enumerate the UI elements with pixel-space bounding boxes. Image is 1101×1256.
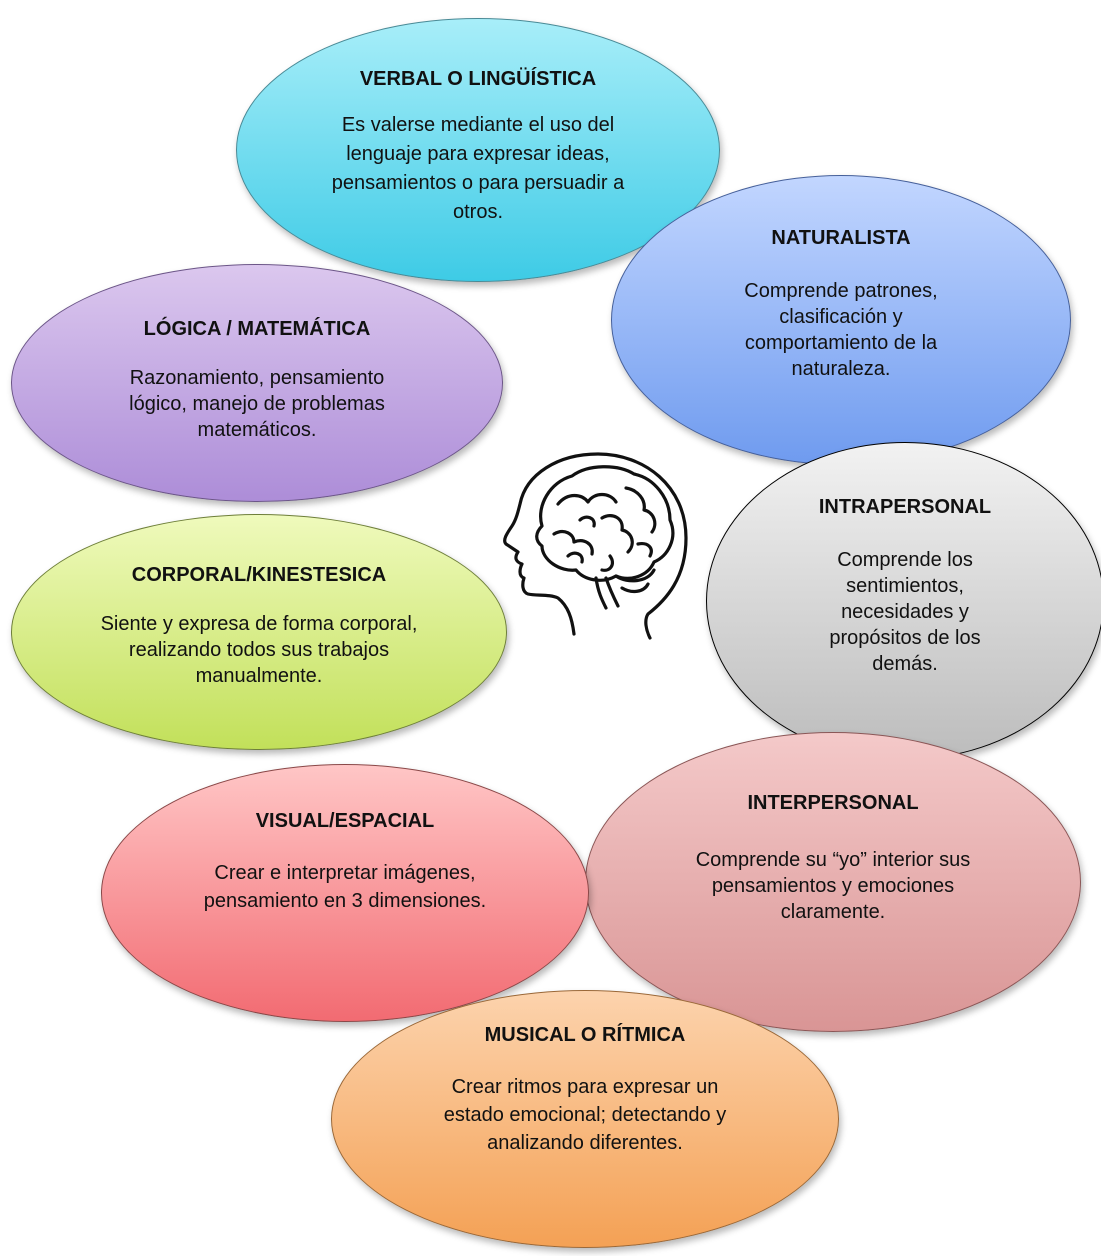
naturalista-bubble: NATURALISTA Comprende patrones, clasific…	[611, 175, 1071, 465]
bubble-title: VERBAL O LINGÜÍSTICA	[359, 68, 597, 90]
bubble-description: Comprende los sentimientos, necesidades …	[829, 549, 981, 675]
musical-ritmica-bubble: MUSICAL O RÍTMICA Crear ritmos para expr…	[331, 990, 839, 1248]
intrapersonal-bubble: INTRAPERSONAL Comprende los sentimientos…	[706, 442, 1101, 760]
bubble-title: NATURALISTA	[771, 227, 911, 249]
brain-head-icon	[503, 452, 688, 640]
visual-espacial-bubble: VISUAL/ESPACIAL Crear e interpretar imág…	[101, 764, 589, 1022]
bubble-title: INTERPERSONAL	[747, 792, 919, 814]
bubble-description: Comprende patrones, clasificación y comp…	[744, 280, 938, 380]
bubble-title: VISUAL/ESPACIAL	[255, 810, 435, 832]
bubble-title: MUSICAL O RÍTMICA	[484, 1024, 686, 1046]
bubble-title: CORPORAL/KINESTESICA	[131, 564, 387, 586]
bubble-description: Es valerse mediante el uso del lenguaje …	[331, 114, 625, 223]
bubble-description: Razonamiento, pensamiento lógico, manejo…	[129, 367, 385, 441]
bubble-description: Comprende su “yo” interior sus pensamien…	[695, 849, 971, 923]
bubble-description: Crear e interpretar imágenes, pensamient…	[203, 862, 487, 912]
corporal-kinestesica-bubble: CORPORAL/KINESTESICA Siente y expresa de…	[11, 514, 507, 750]
bubble-description: Crear ritmos para expresar un estado emo…	[443, 1076, 727, 1154]
logica-matematica-bubble: LÓGICA / MATEMÁTICA Razonamiento, pensam…	[11, 264, 503, 502]
interpersonal-bubble: INTERPERSONAL Comprende su “yo” interior…	[585, 732, 1081, 1032]
bubble-title: LÓGICA / MATEMÁTICA	[143, 318, 371, 340]
bubble-title: INTRAPERSONAL	[818, 496, 992, 518]
bubble-description: Siente y expresa de forma corporal, real…	[100, 613, 418, 687]
verbal-linguistica-bubble: VERBAL O LINGÜÍSTICA Es valerse mediante…	[236, 18, 720, 282]
